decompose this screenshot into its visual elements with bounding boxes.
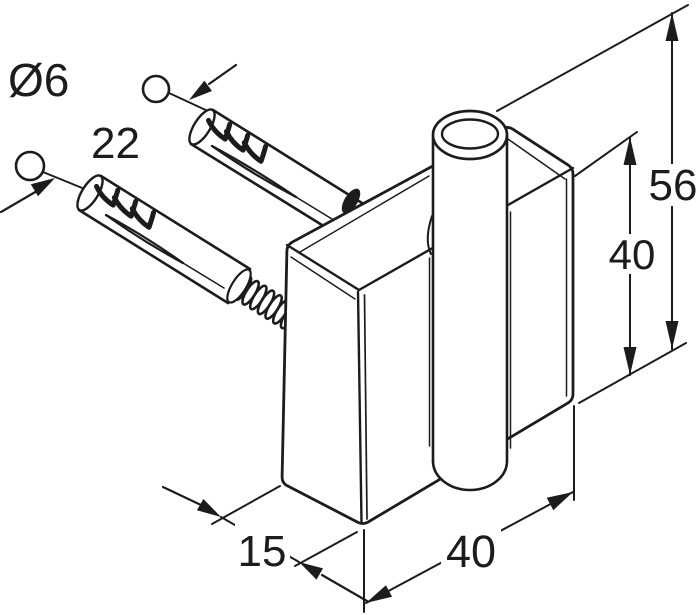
label-plug-length: 22 [91,119,140,168]
sleeve-body-fillet [426,215,433,255]
dim-label-56: 56 [649,161,698,210]
screw-axis-leader-upper [168,92,211,113]
dim-body-width: 40 [365,491,574,604]
dim-body-height: 40 [605,136,660,376]
screw-lower [14,150,93,193]
dim-total-height: 56 [645,12,700,350]
arrow-icon [30,178,55,197]
dim-body-depth: 15 [161,485,369,603]
arrow-icon [366,585,393,603]
front-vertical-edge [356,290,363,524]
arrow-icon [189,80,212,100]
arrow-down-icon [623,347,637,375]
screw-head-in-plug [341,188,361,214]
arrow-up-icon [665,13,679,41]
lower-wall-plug [76,174,307,335]
plug-slit [210,144,298,199]
hinge-sleeve [426,109,509,492]
screw-insert-arrow-upper [189,63,238,100]
plug-fin [241,140,269,164]
top-left-edge [285,243,361,292]
arrow-up-icon [623,137,637,165]
upper-plug-body [191,110,362,225]
screw-upper [141,74,211,113]
plug-fin [223,129,251,153]
upper-wall-plug [188,108,364,227]
sleeve-bore [440,118,500,150]
arrow-down-icon [665,321,679,349]
plug-slit [104,213,185,265]
arrow-icon [299,562,323,580]
label-screw-diameter: Ø6 [8,54,69,106]
dim-label-40-width: 40 [446,526,496,577]
extension-line-body-bottom [578,342,687,404]
arrow-icon [196,499,221,517]
screw-head-circle-upper [141,74,171,104]
extension-line-body-top [574,131,638,177]
dimensions: 56 40 40 15 [0,4,700,613]
plug-fin [94,183,121,208]
plug-fin [111,195,139,219]
arrow-icon [546,492,573,511]
dim-label-15: 15 [238,527,287,576]
plug-fin [206,117,233,142]
plug-fin [129,206,157,230]
extension-line-top [496,4,689,112]
dim-label-40-height: 40 [609,231,656,278]
screw-insert-arrow-lower [0,178,55,214]
sleeve-bottom [431,459,509,492]
sleeve-top-rim [431,109,509,161]
screw-head-circle-lower [14,150,46,182]
